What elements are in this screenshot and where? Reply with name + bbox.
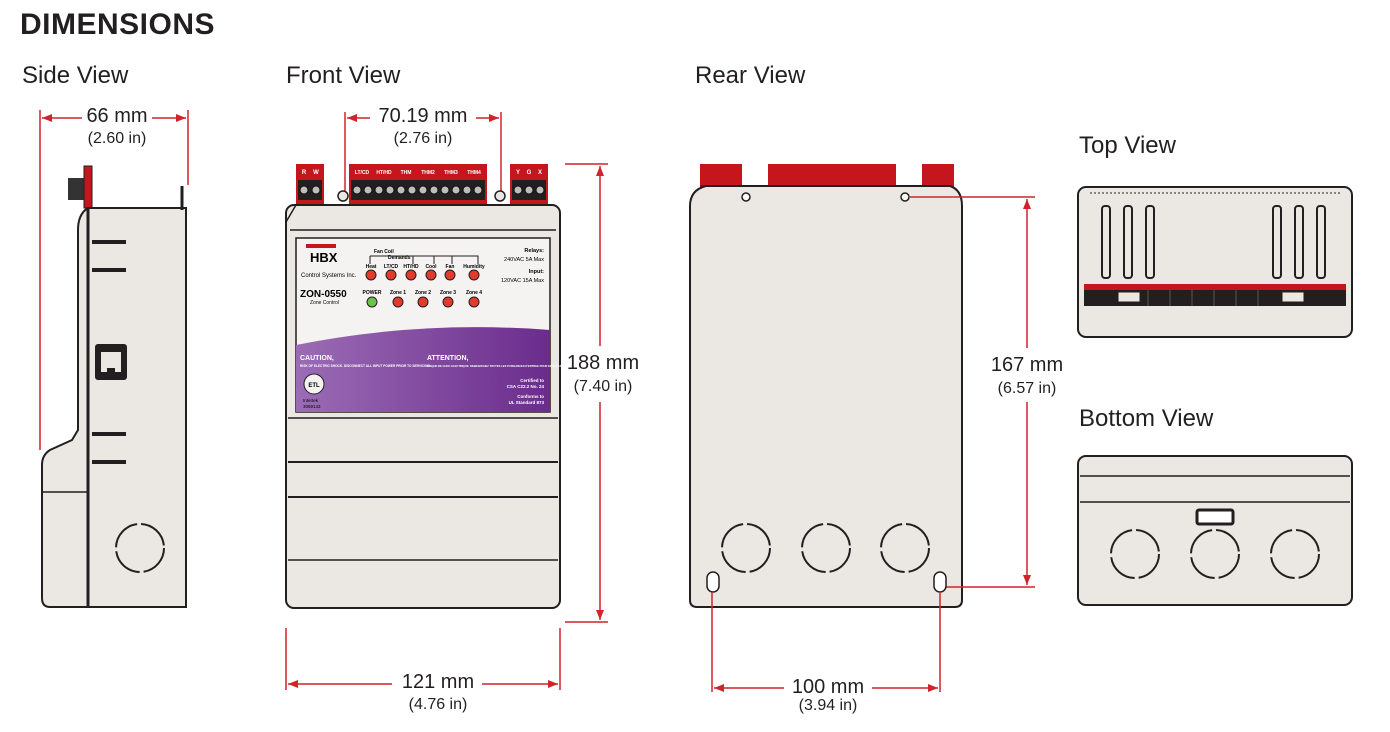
led-label: POWER: [363, 290, 382, 296]
device-model-sub: Zone Control: [310, 300, 339, 306]
page-title: DIMENSIONS: [20, 8, 216, 41]
terminal-label: THM3: [444, 170, 458, 176]
device-model: ZON-0550: [300, 289, 347, 300]
front-width-in: (4.76 in): [408, 696, 468, 713]
intertek-number: 3069143: [303, 404, 321, 409]
front-top-width-mm: 70.19 mm: [378, 105, 468, 127]
terminal-label: Y: [516, 170, 520, 176]
side-width-mm: 66 mm: [86, 105, 148, 127]
front-view-title: Front View: [286, 62, 401, 89]
terminal-label: W: [313, 170, 319, 176]
etl-mark: ETL: [308, 383, 320, 389]
led-label: Zone 1: [390, 290, 406, 296]
caution-heading: CAUTION,: [300, 355, 334, 362]
side-view-drawing: [39, 110, 189, 608]
terminal-label: HT/HD: [376, 170, 392, 176]
led-label: Zone 3: [440, 290, 456, 296]
relays-label: Relays:: [524, 248, 544, 254]
cert-line: CSA C22.2 No. 24: [507, 384, 545, 389]
led-indicator: [468, 269, 480, 281]
bottom-view-drawing: [1077, 455, 1353, 606]
led-indicator: [417, 296, 429, 308]
top-view-title: Top View: [1079, 132, 1176, 159]
rear-width-mm: 100 mm: [791, 676, 865, 698]
led-indicator: [392, 296, 404, 308]
terminal-label: X: [538, 170, 542, 176]
device-brand: HBX: [310, 250, 338, 265]
led-indicator: [365, 269, 377, 281]
led-label: LT/CD: [384, 264, 399, 270]
led-indicator: [366, 296, 378, 308]
led-indicator: [442, 296, 454, 308]
terminal-label: THM4: [467, 170, 481, 176]
led-label: HT/HD: [403, 264, 419, 270]
cert-line: Conforms to: [517, 394, 544, 399]
led-indicator: [425, 269, 437, 281]
rear-width-in: (3.94 in): [798, 697, 858, 714]
intertek-label: Intertek: [303, 398, 319, 403]
led-label: Fan: [446, 264, 455, 270]
front-height-mm: 188 mm: [566, 352, 640, 374]
led-indicator: [385, 269, 397, 281]
led-indicator: [444, 269, 456, 281]
terminal-label: G: [527, 170, 532, 176]
side-view-title: Side View: [22, 62, 129, 89]
led-label: Heat: [366, 264, 377, 270]
device-brand-sub: Control Systems Inc.: [301, 273, 357, 279]
terminal-label: R: [302, 170, 307, 176]
led-indicator: [468, 296, 480, 308]
led-label: Zone 2: [415, 290, 431, 296]
terminal-label: THM: [401, 170, 412, 176]
front-width-mm: 121 mm: [401, 671, 475, 693]
rear-view-title: Rear View: [695, 62, 806, 89]
side-width-in: (2.60 in): [87, 130, 147, 147]
front-top-width-in: (2.76 in): [393, 130, 453, 147]
relays-value: 240VAC 5A Max: [504, 257, 544, 263]
terminal-label: THM2: [421, 170, 435, 176]
input-value: 120VAC 15A Max: [501, 278, 544, 284]
cert-line: UL Standard 873: [509, 400, 545, 405]
led-label: Cool: [425, 264, 437, 270]
caution-text: RISK OF ELECTRIC SHOCK. DISCONNECT ALL I…: [300, 364, 430, 368]
led-label: Zone 4: [466, 290, 482, 296]
rear-height-in: (6.57 in): [997, 380, 1057, 397]
led-indicator: [405, 269, 417, 281]
cert-line: Certified to: [520, 378, 544, 383]
attention-heading: ATTENTION,: [427, 355, 469, 362]
front-height-in: (7.40 in): [573, 378, 633, 395]
terminal-label: LT/CD: [355, 170, 370, 176]
bottom-view-title: Bottom View: [1079, 405, 1214, 432]
front-view-drawing: R W LT/CD HT/HD THM THM2 THM3 THM4 Y G X…: [285, 112, 608, 690]
input-label: Input:: [529, 269, 544, 275]
led-label: Humidity: [463, 264, 485, 270]
rear-view-drawing: [689, 164, 1035, 692]
fan-coil-label: Fan Coil: [374, 249, 394, 255]
top-view-drawing: [1077, 186, 1353, 338]
rear-height-mm: 167 mm: [990, 354, 1064, 376]
dimension-lines: [42, 114, 1031, 692]
demands-label: Demands: [388, 255, 411, 261]
attention-text: RISQUE DE CHOC ELECTRIQUE. DEBRANCHEZ TO…: [427, 364, 589, 368]
